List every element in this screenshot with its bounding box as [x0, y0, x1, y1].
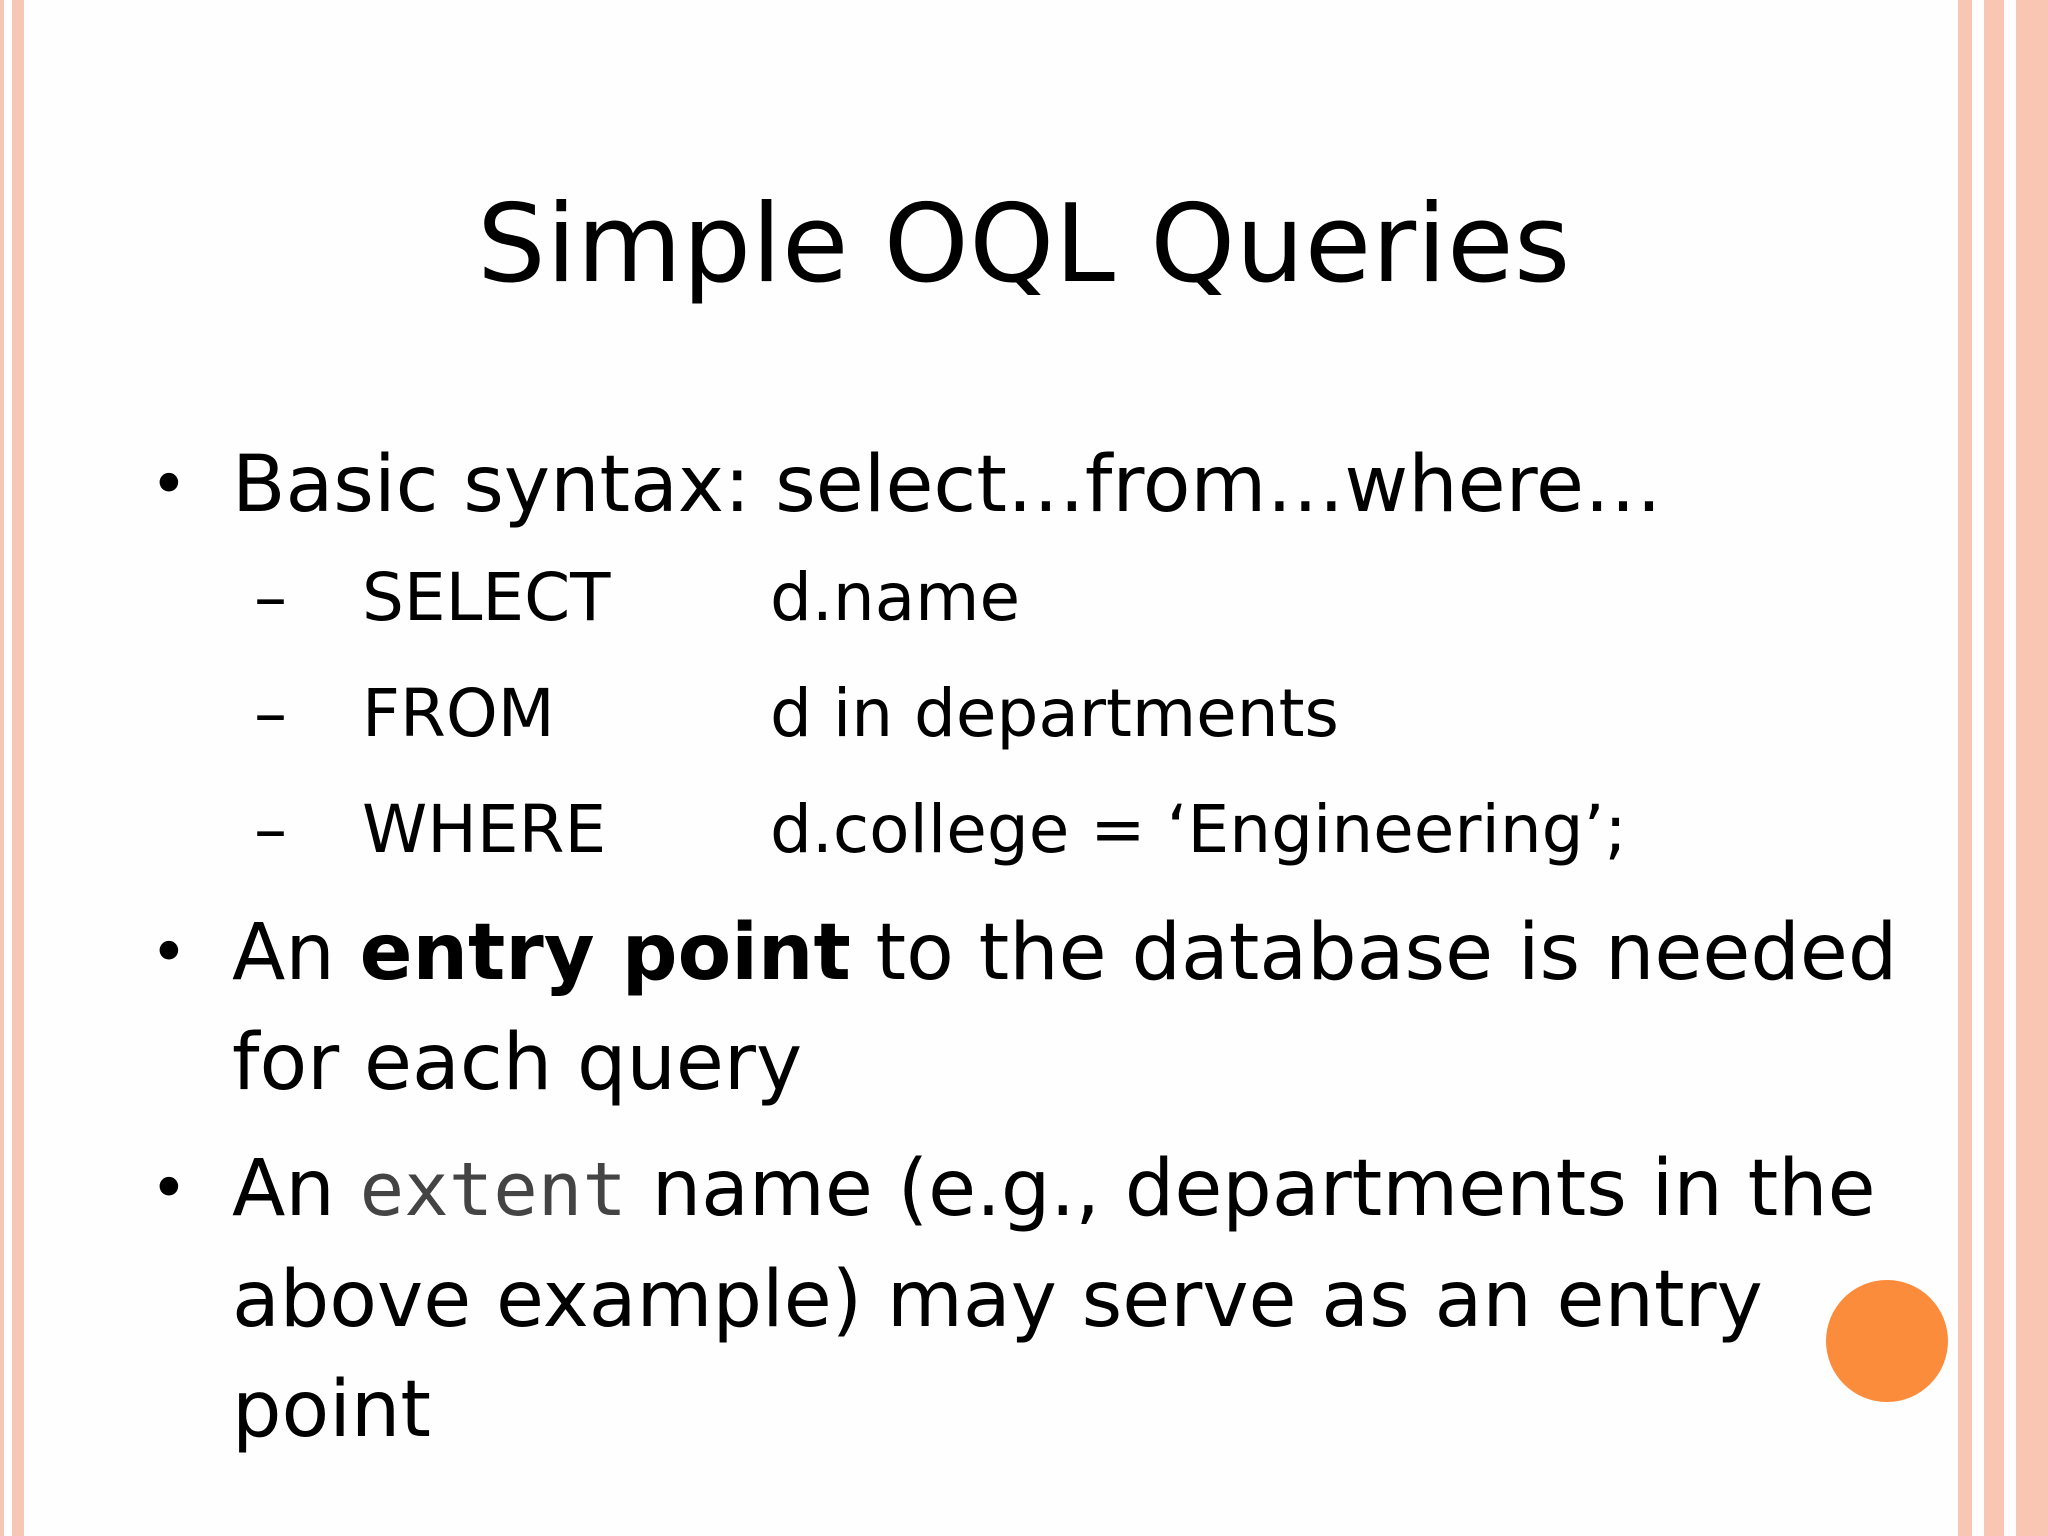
syntax-example-list: – SELECT d.name – FROM d in departments … — [150, 540, 1910, 888]
bullet-text-bold: entry point — [359, 908, 851, 998]
bullet-dot: • — [150, 448, 188, 522]
right-border-stripe — [2016, 0, 2048, 1536]
keyword: SELECT — [362, 559, 611, 636]
bullet-text-suffix: to the database is needed for each query — [232, 908, 1923, 1108]
clause-value: d.name — [770, 559, 1021, 636]
bullet-dot: • — [150, 916, 188, 990]
sub-item-from: – FROM d in departments — [150, 656, 1910, 772]
dash: – — [254, 675, 287, 752]
right-border-stripe — [1958, 0, 1972, 1536]
keyword: WHERE — [362, 791, 607, 868]
sub-item-select: – SELECT d.name — [150, 540, 1910, 656]
keyword: FROM — [362, 675, 555, 752]
bullet-text-prefix: An — [232, 1144, 360, 1234]
bullet-text-suffix: name (e.g., departments in the above exa… — [232, 1144, 1901, 1455]
bullet-text-prefix: An — [232, 908, 360, 998]
decorative-orange-circle — [1826, 1280, 1948, 1402]
bullet-text: Basic syntax: select…from…where… — [232, 440, 1662, 530]
bullet-basic-syntax: • Basic syntax: select…from…where… — [150, 430, 1910, 540]
bullet-text-code: extent — [359, 1147, 627, 1233]
left-border-stripe — [12, 0, 24, 1536]
bullet-extent: • An extent name (e.g., departments in t… — [150, 1134, 1910, 1465]
slide-content: • Basic syntax: select…from…where… – SEL… — [150, 430, 1910, 1465]
clause-value: d in departments — [770, 675, 1339, 752]
right-border-stripe — [1984, 0, 2004, 1536]
dash: – — [254, 559, 287, 636]
bullet-entry-point: • An entry point to the database is need… — [150, 898, 1910, 1118]
clause-value: d.college = ‘Engineering’; — [770, 791, 1627, 868]
slide-title: Simple OQL Queries — [477, 182, 1571, 307]
bullet-dot: • — [150, 1152, 188, 1226]
sub-item-where: – WHERE d.college = ‘Engineering’; — [150, 772, 1910, 888]
dash: – — [254, 791, 287, 868]
left-border-stripe — [0, 0, 4, 1536]
